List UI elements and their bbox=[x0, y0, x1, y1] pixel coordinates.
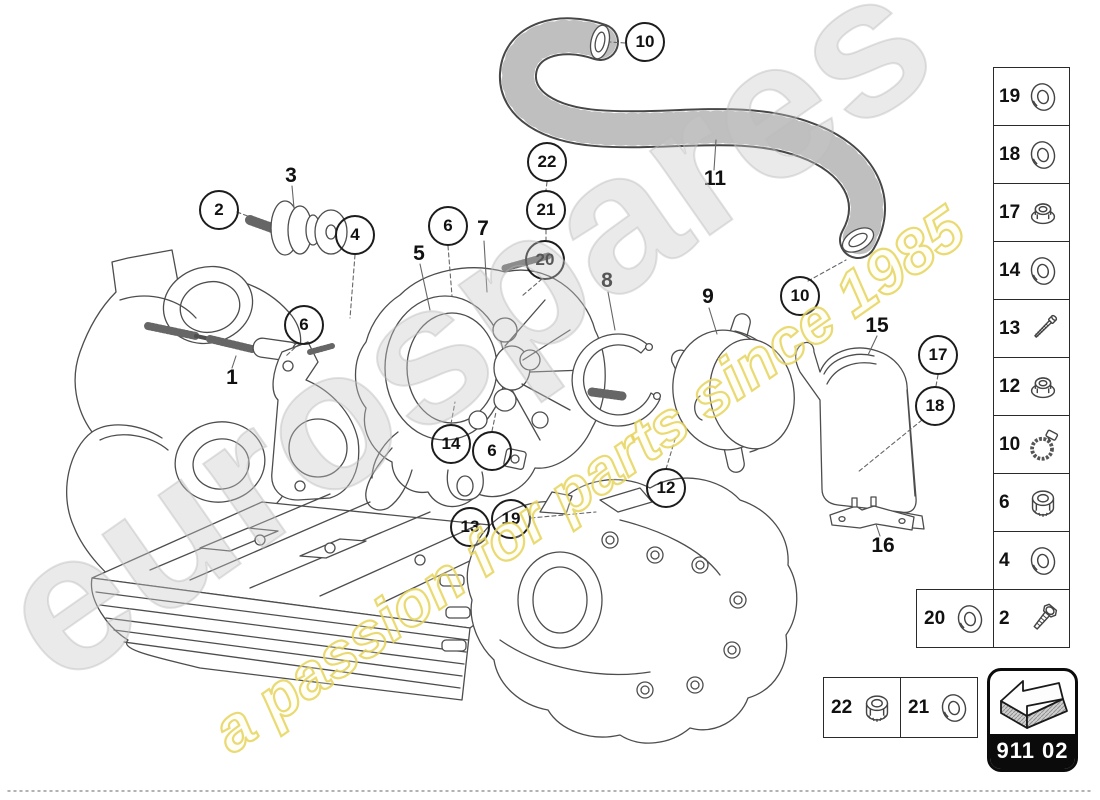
callout-22-8[interactable]: 22 bbox=[527, 142, 567, 182]
callout-4-1[interactable]: 4 bbox=[335, 215, 375, 255]
part-number: 2 bbox=[999, 607, 1010, 629]
parts-key-column: 19 18 17 14 13 12 10 6 4 2 bbox=[993, 67, 1070, 648]
part-label-7[interactable]: 7 bbox=[477, 217, 489, 240]
parts-cell-10[interactable]: 10 bbox=[994, 415, 1069, 473]
part-number: 17 bbox=[999, 201, 1021, 223]
part-number: 21 bbox=[908, 696, 930, 718]
callout-6-3[interactable]: 6 bbox=[428, 206, 468, 246]
part-number: 20 bbox=[924, 607, 946, 629]
parts-key-bottom-row: 22 21 bbox=[823, 677, 978, 738]
parts-cell-12[interactable]: 12 bbox=[994, 357, 1069, 415]
flange-nut-icon bbox=[1030, 376, 1056, 398]
snap-ring bbox=[571, 333, 662, 427]
long-bolt-icon bbox=[1034, 314, 1058, 338]
part-label-3[interactable]: 3 bbox=[285, 164, 297, 187]
parts-cell-14[interactable]: 14 bbox=[994, 241, 1069, 299]
part-number: 22 bbox=[831, 696, 853, 718]
parts-cell-13[interactable]: 13 bbox=[994, 299, 1069, 357]
part-number: 10 bbox=[999, 433, 1021, 455]
section-badge[interactable]: 911 02 bbox=[987, 668, 1078, 772]
callout-2-0[interactable]: 2 bbox=[199, 190, 239, 230]
callout-18-15[interactable]: 18 bbox=[915, 386, 955, 426]
direction-arrow-icon bbox=[999, 679, 1068, 729]
callout-10-12[interactable]: 10 bbox=[780, 276, 820, 316]
parts-cell-4[interactable]: 4 bbox=[994, 531, 1069, 589]
hex-bolt-icon bbox=[1033, 603, 1058, 630]
washer-icon bbox=[1030, 82, 1056, 111]
parts-cell-17[interactable]: 17 bbox=[994, 183, 1069, 241]
callout-20-10[interactable]: 20 bbox=[525, 240, 565, 280]
corrugated-hose bbox=[499, 17, 886, 259]
part-number: 6 bbox=[999, 491, 1010, 513]
parts-cell-18[interactable]: 18 bbox=[994, 125, 1069, 183]
part-number: 14 bbox=[999, 259, 1021, 281]
part-label-8[interactable]: 8 bbox=[601, 269, 613, 292]
end-cover bbox=[670, 313, 795, 473]
callout-6-2[interactable]: 6 bbox=[284, 305, 324, 345]
part-number: 4 bbox=[999, 549, 1010, 571]
part-number: 18 bbox=[999, 143, 1021, 165]
part-label-16[interactable]: 16 bbox=[871, 534, 895, 557]
callout-14-5[interactable]: 14 bbox=[431, 424, 471, 464]
part-number: 13 bbox=[999, 317, 1021, 339]
part-number: 19 bbox=[999, 85, 1021, 107]
support-bracket bbox=[829, 496, 915, 531]
callout-6-4[interactable]: 6 bbox=[472, 431, 512, 471]
part-label-9[interactable]: 9 bbox=[702, 285, 714, 308]
part-number: 12 bbox=[999, 375, 1021, 397]
parts-cell-6[interactable]: 6 bbox=[994, 473, 1069, 531]
mounting-bracket bbox=[271, 341, 360, 501]
gearbox-housing bbox=[439, 477, 798, 744]
callout-17-14[interactable]: 17 bbox=[918, 335, 958, 375]
leader-lines bbox=[231, 41, 939, 537]
washer-icon bbox=[941, 693, 967, 722]
washer-icon bbox=[957, 604, 983, 633]
part-label-1[interactable]: 1 bbox=[226, 366, 238, 389]
hose-clamp-icon bbox=[1030, 429, 1059, 461]
flange-nut-icon bbox=[1030, 202, 1056, 224]
lock-nut-icon bbox=[1031, 489, 1055, 517]
part-label-11[interactable]: 11 bbox=[703, 167, 727, 190]
callout-19-7[interactable]: 19 bbox=[491, 499, 531, 539]
callout-12-13[interactable]: 12 bbox=[646, 468, 686, 508]
parts-cell-21[interactable]: 21 bbox=[900, 678, 977, 737]
badge-arrow-area bbox=[990, 671, 1075, 734]
parts-cell-2[interactable]: 2 bbox=[994, 589, 1069, 647]
parts-cell-20[interactable]: 20 bbox=[916, 589, 994, 648]
section-code: 911 02 bbox=[990, 734, 1075, 769]
lock-nut-icon bbox=[865, 694, 889, 722]
washer-icon bbox=[1030, 140, 1056, 169]
part-label-15[interactable]: 15 bbox=[865, 314, 889, 337]
parts-cell-22[interactable]: 22 bbox=[824, 678, 900, 737]
callout-13-6[interactable]: 13 bbox=[450, 507, 490, 547]
washer-icon bbox=[1030, 256, 1056, 285]
callout-10-11[interactable]: 10 bbox=[625, 22, 665, 62]
part-label-5[interactable]: 5 bbox=[413, 242, 425, 265]
alternator bbox=[354, 252, 627, 511]
callout-21-9[interactable]: 21 bbox=[526, 190, 566, 230]
parts-cell-19[interactable]: 19 bbox=[994, 68, 1069, 125]
washer-icon bbox=[1030, 546, 1056, 575]
